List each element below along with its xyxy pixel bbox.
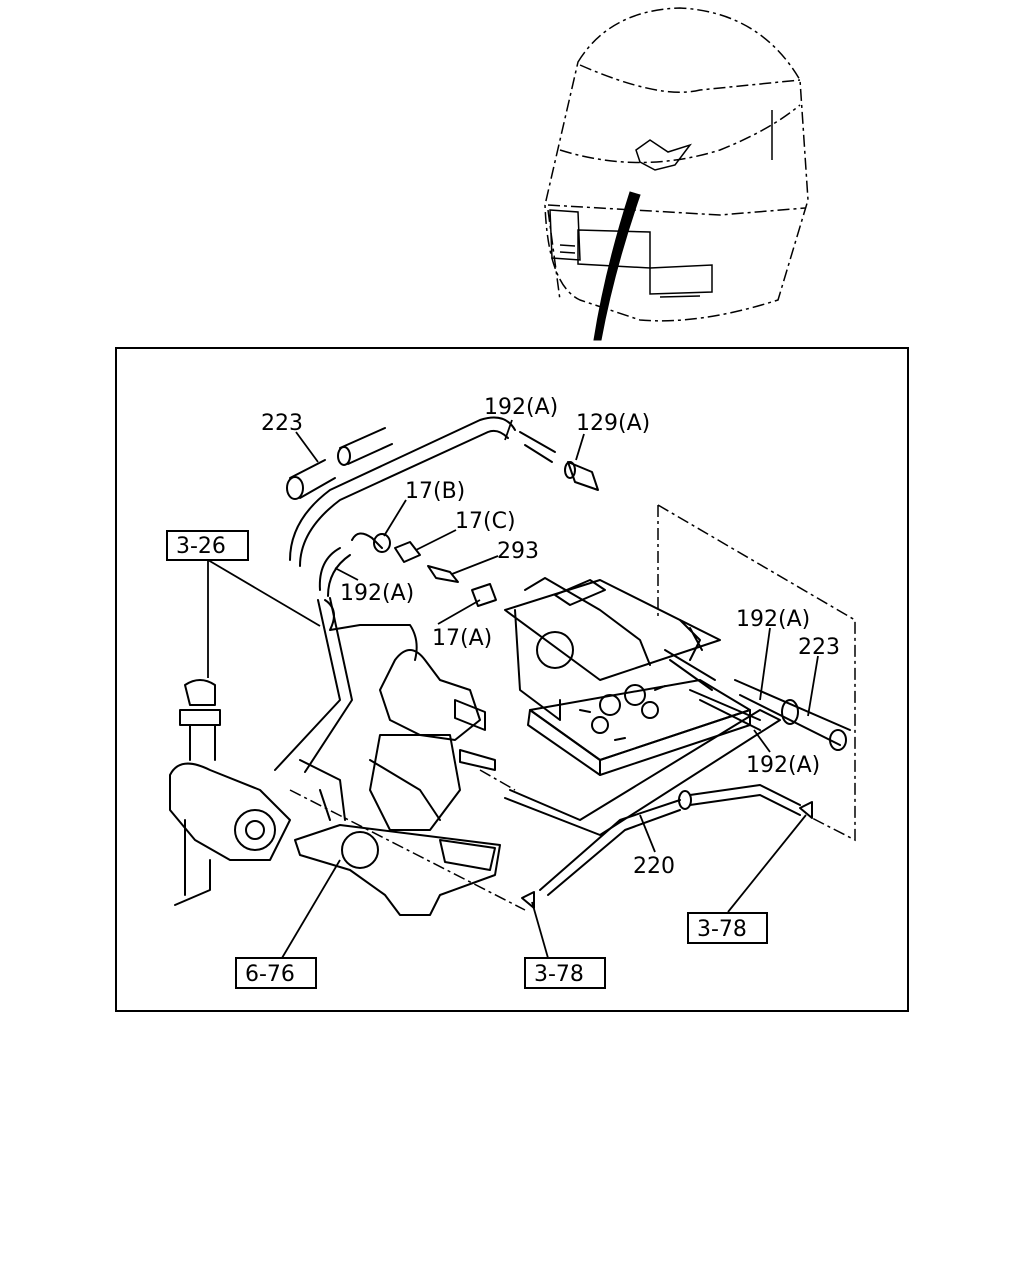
callout-129a: 129(A) [576, 411, 650, 436]
callout-192a-mid: 192(A) [340, 581, 414, 606]
ref-3-78-right: 3-78 [697, 917, 747, 942]
reference-labels: 3-26 3-78 3-78 6-76 [166, 530, 768, 989]
callout-17a: 17(A) [432, 626, 492, 651]
callout-17c: 17(C) [455, 509, 516, 534]
diagram-frame [115, 347, 909, 1012]
callout-293: 293 [497, 539, 539, 564]
callout-labels: 223 192(A) 129(A) 17(B) 17(C) 293 192(A)… [261, 395, 840, 879]
ref-6-76: 6-76 [245, 962, 295, 987]
hose-assembly [169, 416, 856, 916]
leader-lines [207, 419, 819, 959]
callout-17b: 17(B) [405, 479, 465, 504]
callout-223-right: 223 [798, 635, 840, 660]
callout-223-top: 223 [261, 411, 303, 436]
callout-192a-right: 192(A) [736, 607, 810, 632]
callout-192a-lower: 192(A) [746, 753, 820, 778]
truck-cab-illustration [544, 7, 809, 341]
callout-220: 220 [633, 854, 675, 879]
callout-192a-top: 192(A) [484, 395, 558, 420]
ref-3-26: 3-26 [176, 534, 226, 559]
ref-3-78-bottom: 3-78 [534, 962, 584, 987]
